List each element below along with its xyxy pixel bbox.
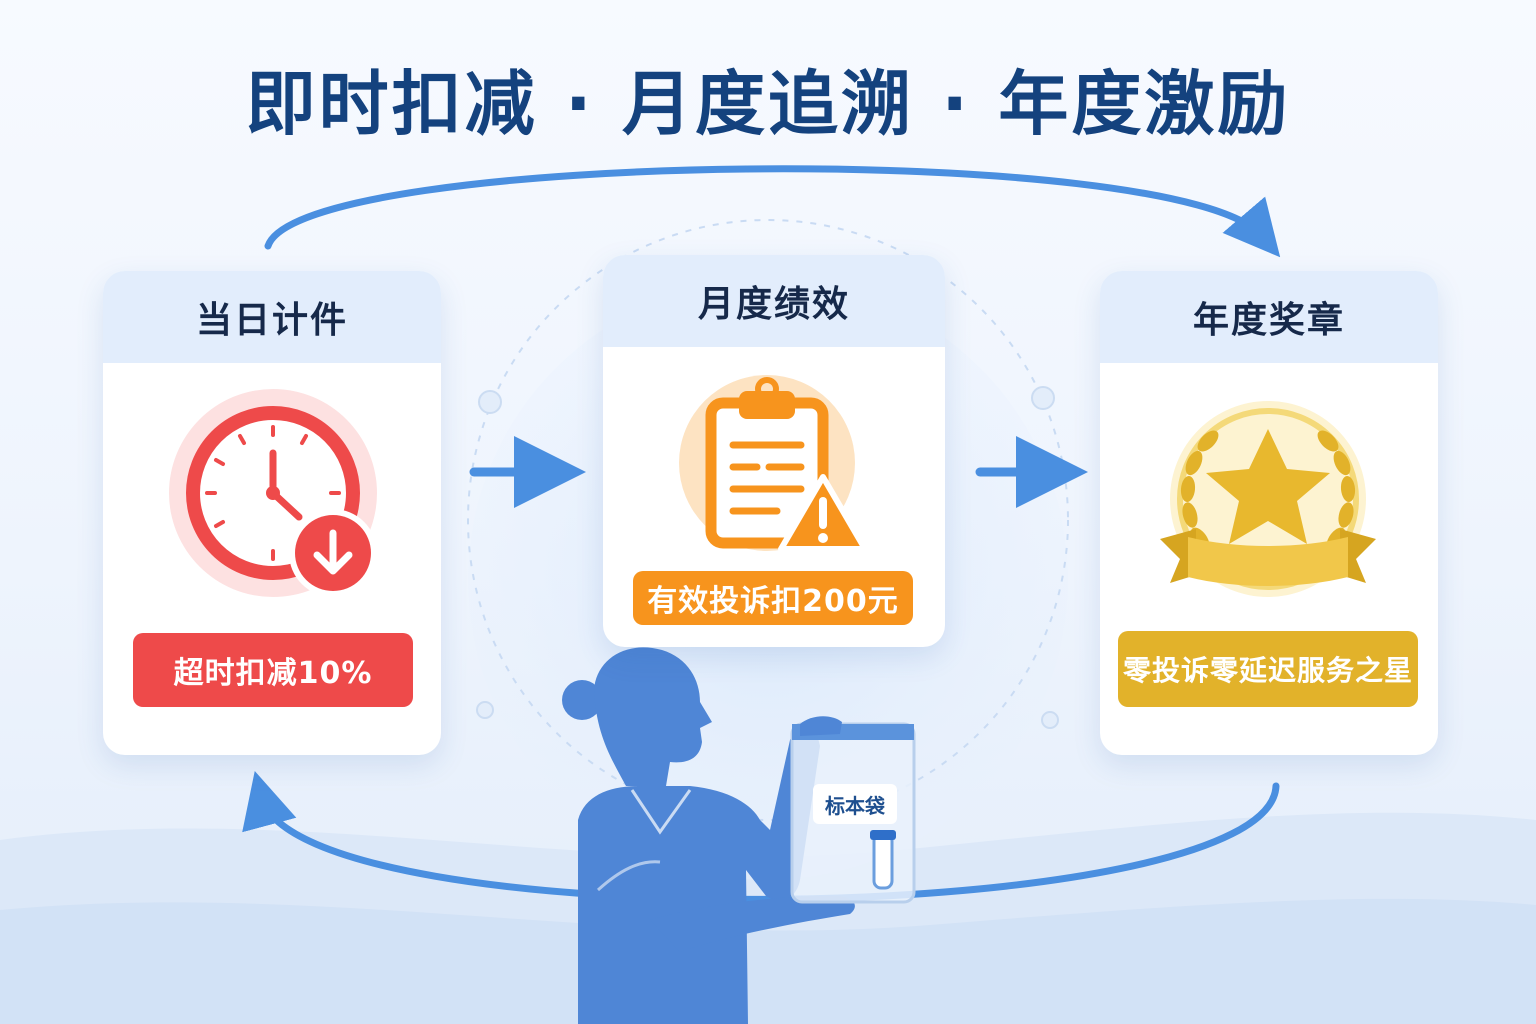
dashed-orbit [467, 219, 1069, 821]
card-monthly-performance: 月度绩效 有效投诉扣200元 [603, 255, 945, 647]
specimen-bag-label: 标本袋 [813, 784, 897, 824]
orbit-dot [476, 701, 494, 719]
card-annual-title: 年度奖章 [1100, 271, 1438, 363]
clock-down-arrow-icon [169, 389, 377, 597]
background-wave [0, 898, 1536, 1024]
star-medal-icon [1160, 401, 1376, 597]
clipboard-warning-icon [679, 375, 868, 552]
card-annual-medal: 年度奖章 零投诉零延迟服务之星 [1100, 271, 1438, 755]
orbit-dot [478, 390, 502, 414]
top-cycle-arrow [264, 165, 1281, 258]
card-daily-piecework: 当日计件 超时扣减10% [103, 271, 441, 755]
page-title: 即时扣减 · 月度追溯 · 年度激励 [245, 63, 1291, 145]
monthly-deduction-tag: 有效投诉扣200元 [633, 571, 913, 625]
orbit-dot [1041, 711, 1059, 729]
card-daily-title: 当日计件 [103, 271, 441, 363]
annual-award-tag: 零投诉零延迟服务之星 [1118, 631, 1418, 707]
card-monthly-title: 月度绩效 [603, 255, 945, 347]
daily-deduction-tag: 超时扣减10% [133, 633, 413, 707]
orbit-dot [1031, 386, 1055, 410]
